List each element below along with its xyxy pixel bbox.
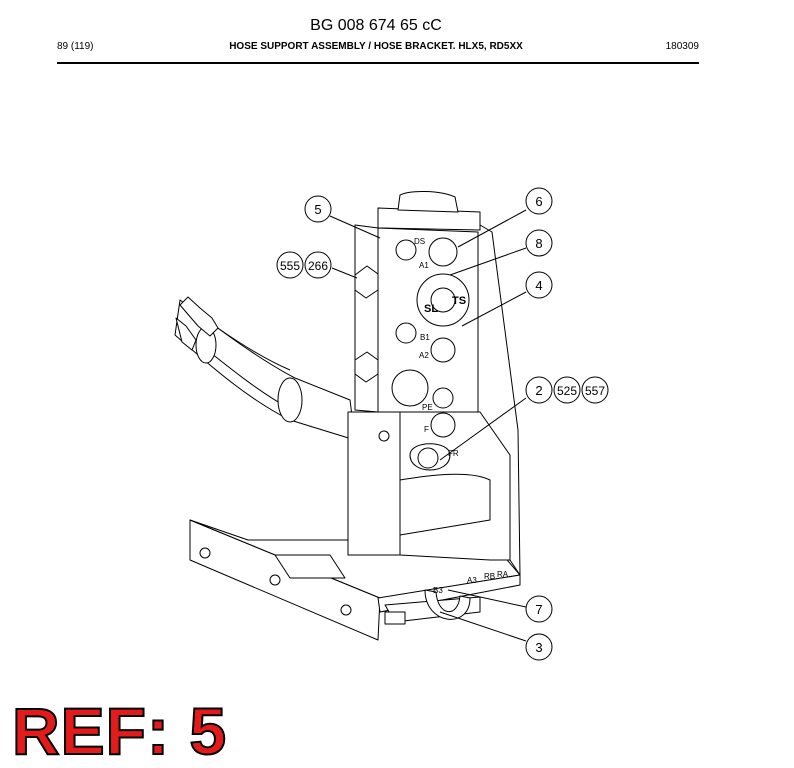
mark-ra: RA: [497, 570, 509, 579]
mark-b3: B3: [433, 586, 443, 595]
callout-2: [525, 376, 553, 404]
callout-label-7: 7: [535, 602, 542, 617]
mark-ts: TS: [452, 295, 466, 307]
page-info: 89 (119): [57, 41, 94, 52]
date-code: 180309: [665, 41, 699, 52]
leader-lines: [329, 209, 527, 642]
callout-label-2: 2: [535, 383, 542, 398]
callout-label-3: 3: [535, 640, 542, 655]
mark-fr: FR: [448, 449, 459, 458]
callout-8: [525, 229, 553, 257]
callout-label-557: 557: [585, 384, 605, 398]
header-rule: [57, 62, 699, 64]
callout-label-555: 555: [280, 259, 300, 273]
callout-4: [525, 271, 553, 299]
callout-5: [304, 195, 332, 223]
mark-ds: DS: [414, 237, 425, 246]
callout-label-8: 8: [535, 236, 542, 251]
mark-b1: B1: [420, 333, 430, 342]
mark-rb: RB: [484, 572, 495, 581]
mark-pe: PE: [422, 403, 433, 412]
hose-block: [354, 191, 481, 438]
callout-525: [553, 376, 581, 404]
bolts: [354, 265, 451, 471]
reference-label: REF: 5: [11, 694, 228, 768]
callout-label-6: 6: [535, 194, 542, 209]
callout-6: [525, 187, 553, 215]
mark-a1: A1: [419, 261, 429, 270]
callout-555: [276, 251, 304, 279]
lower-clamp: [384, 589, 481, 625]
callout-label-5: 5: [314, 202, 321, 217]
mark-f: F: [424, 425, 429, 434]
mark-sl: SL: [424, 303, 438, 315]
drawing-title: HOSE SUPPORT ASSEMBLY / HOSE BRACKET. HL…: [229, 41, 523, 52]
callout-label-525: 525: [557, 384, 577, 398]
callout-label-4: 4: [535, 278, 542, 293]
document-number: BG 008 674 65 cC: [310, 17, 442, 34]
mark-a2: A2: [419, 351, 429, 360]
callout-label-266: 266: [308, 259, 328, 273]
callout-557: [581, 376, 609, 404]
callout-7: [525, 595, 553, 623]
callout-bubbles: [276, 187, 609, 661]
base-plate: [189, 519, 521, 641]
callout-266: [304, 251, 332, 279]
mark-a3: A3: [467, 576, 477, 585]
callout-3: [525, 633, 553, 661]
hose: [174, 296, 356, 441]
